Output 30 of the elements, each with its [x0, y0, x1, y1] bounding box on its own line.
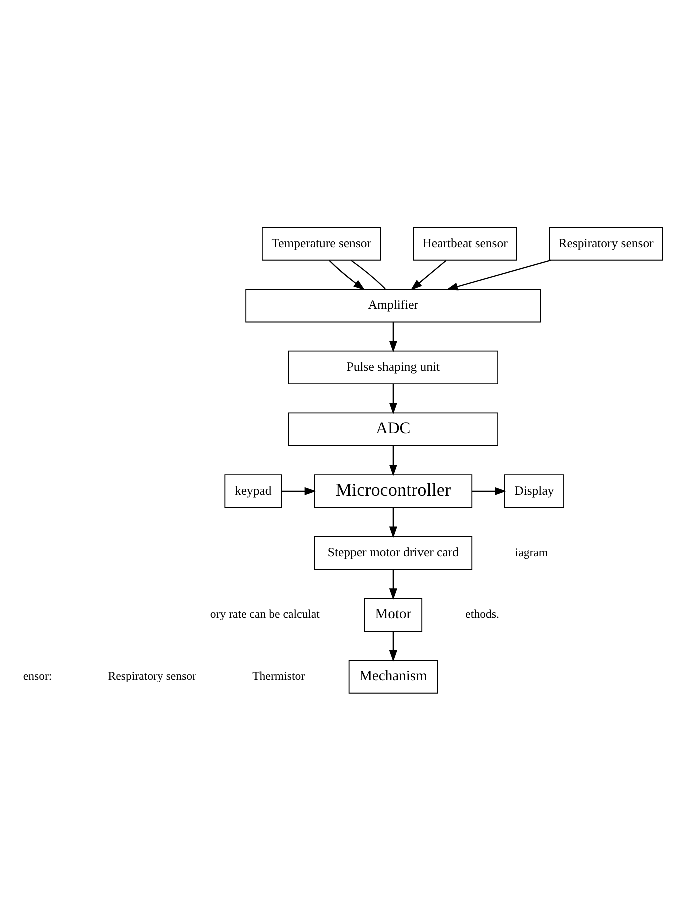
node-box: Pulse shaping unit [288, 350, 498, 384]
node-box: Temperature sensor [262, 226, 382, 260]
node-box: Microcontroller [314, 474, 473, 508]
arrow [389, 631, 398, 662]
node-box: ADC [288, 412, 498, 446]
label: iagram [515, 544, 548, 559]
arrow [472, 486, 507, 495]
arrow [389, 322, 398, 352]
arrow [389, 508, 398, 538]
arrow [282, 486, 316, 495]
node-box: Mechanism [348, 660, 438, 694]
label: ory rate can be calculat [210, 606, 320, 621]
node-box: Respiratory sensor [549, 226, 664, 260]
label: ensor: [23, 668, 52, 683]
node-box: keypad [224, 474, 282, 508]
arrow [389, 384, 398, 414]
node-box: Heartbeat sensor [413, 226, 518, 260]
arrow [446, 259, 552, 290]
node-box: Display [504, 474, 564, 508]
node-box: Motor [364, 598, 423, 632]
arrow [389, 446, 398, 476]
label: Respiratory sensor [108, 668, 197, 683]
label: ethods. [466, 606, 500, 621]
arrow [410, 260, 447, 290]
connector [351, 260, 386, 289]
node-box: Stepper motor driver card [314, 536, 473, 570]
node-box: Amplifier [246, 288, 542, 322]
arrow [389, 569, 398, 600]
label: Thermistor [252, 668, 306, 683]
arrow [329, 260, 366, 290]
